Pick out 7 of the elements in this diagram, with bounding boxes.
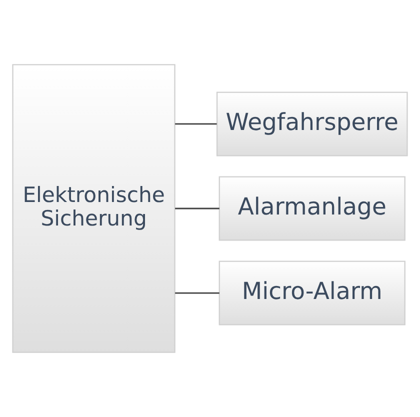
connector	[175, 123, 217, 125]
node-box: Micro-Alarm	[218, 260, 406, 326]
connector	[175, 292, 220, 294]
node-box: Wegfahrsperre	[216, 92, 408, 156]
node-box: Elektronische Sicherung	[12, 64, 176, 353]
node-box: Alarmanlage	[218, 176, 406, 241]
connector	[175, 208, 220, 210]
